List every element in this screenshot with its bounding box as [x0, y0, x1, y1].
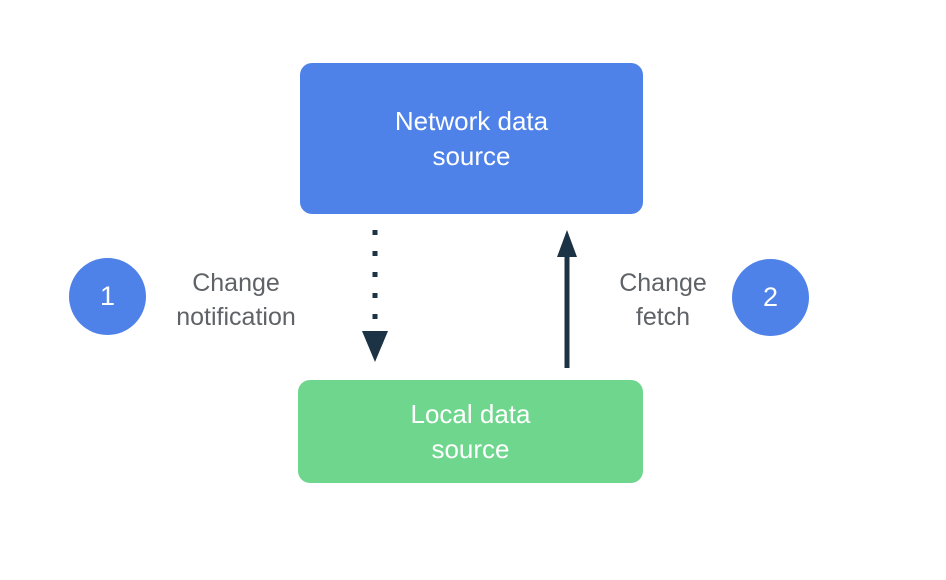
change-notification-line-2: notification [176, 303, 296, 331]
down-arrowhead-icon [362, 331, 388, 362]
step-2-number: 2 [762, 282, 779, 312]
change-notification-label: Change notification [136, 266, 336, 334]
change-fetch-label: Change fetch [563, 266, 763, 334]
local-box-line-1: Local data [410, 398, 531, 429]
step-1-number: 1 [99, 281, 116, 311]
step-1-badge: 1 [69, 258, 146, 335]
network-box-line-1: Network data [394, 105, 549, 136]
local-box-line-2: source [431, 433, 510, 464]
change-notification-dotted-down-arrow [362, 230, 388, 362]
local-data-source-label: Local data source [411, 397, 531, 467]
change-fetch-line-2: fetch [635, 303, 691, 331]
up-arrowhead-icon [557, 230, 577, 257]
network-data-source-label: Network data source [395, 104, 548, 174]
network-box-line-2: source [432, 140, 511, 171]
change-notification-line-1: Change [192, 269, 280, 297]
change-fetch-line-1: Change [619, 269, 707, 297]
local-data-source-box: Local data source [298, 380, 643, 483]
network-data-source-box: Network data source [300, 63, 643, 214]
step-2-badge: 2 [732, 259, 809, 336]
